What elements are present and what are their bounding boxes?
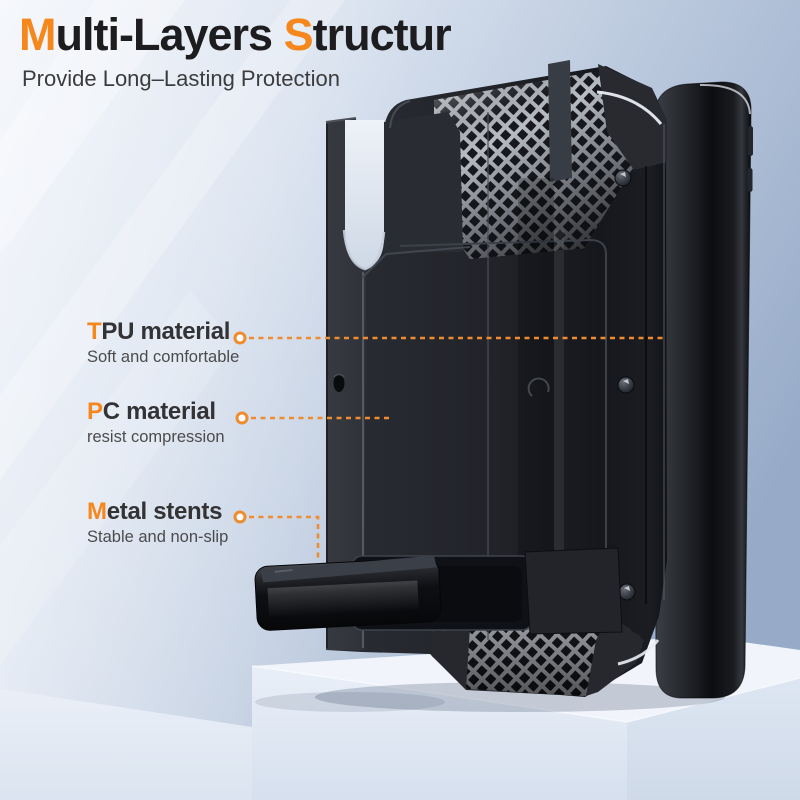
phone-power-button [747, 168, 753, 192]
title-segment-1: ulti-Layers [55, 9, 284, 60]
callout-pc-description: resist compression [87, 427, 225, 446]
callout-pc-accent-letter: P [87, 398, 103, 425]
button-hole [333, 374, 345, 392]
leader-lines [249, 336, 665, 560]
callout-tpu-title: TPU material [87, 318, 239, 346]
callout-pc-material: PC material resist compression [87, 398, 225, 447]
silver-accent-bottom [617, 639, 660, 666]
case-shell [325, 60, 667, 697]
callout-tpu-accent-letter: T [87, 318, 102, 345]
callout-pc-title: PC material [87, 398, 225, 426]
page-title: Multi-Layers Structur [19, 9, 452, 60]
subtitle: Provide Long–Lasting Protection [22, 66, 340, 91]
callout-tpu-description: Soft and comfortable [87, 347, 240, 366]
callout-metal-accent-letter: M [87, 498, 107, 525]
case-screws [614, 169, 636, 601]
marker-circle-tpu [233, 331, 247, 345]
callout-metal-stents: Metal stents Stable and non-slip [87, 498, 228, 547]
callout-tpu-title-rest: PU material [101, 318, 231, 345]
title-accent-letter-2: S [283, 9, 314, 60]
marker-circle-pc [235, 411, 249, 425]
callout-metal-description: Stable and non-slip [87, 527, 229, 546]
product-shadow [315, 682, 725, 712]
phone-volume-button [748, 126, 753, 156]
kickstand [254, 555, 442, 631]
leader-line-metal [249, 515, 320, 560]
callout-metal-title: Metal stents [87, 498, 228, 526]
phone [653, 81, 753, 699]
floor [0, 689, 252, 800]
callout-tpu-material: TPU material Soft and comfortable [87, 318, 239, 367]
phone-frame-glint [699, 83, 751, 115]
title-segment-2: tructur [312, 9, 452, 60]
title-block: Multi-Layers Structur [19, 9, 452, 60]
callout-pc-title-rest: C material [102, 398, 216, 425]
marker-circle-metal [233, 510, 247, 524]
silver-accent-top [596, 90, 663, 125]
camera-cutout [342, 120, 386, 271]
leader-markers [233, 331, 249, 524]
title-accent-letter-1: M [19, 9, 56, 60]
callout-metal-title-rest: etal stents [106, 498, 223, 525]
